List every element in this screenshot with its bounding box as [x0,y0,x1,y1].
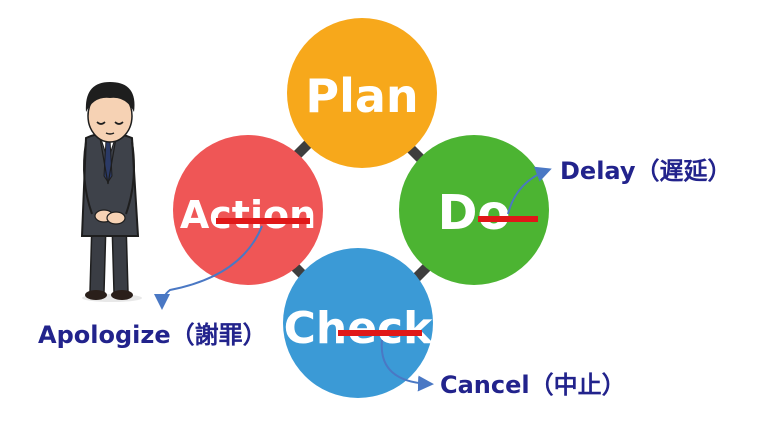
do-node: Do [399,135,549,285]
cancel-leader-line [380,339,434,392]
delay-leader-line [507,166,552,215]
check-strikethrough [338,330,422,336]
cancel-annotation: Cancel（中止） [440,371,626,399]
check-label: Check [284,303,435,354]
action-label: Action [180,193,316,237]
plan-label: Plan [305,69,418,123]
plan-node: Plan [287,18,437,168]
delay-annotation: Delay（遅延） [560,157,732,185]
do-label: Do [438,185,511,241]
action-strikethrough [216,218,310,224]
bowing-businessman-icon [80,82,142,302]
apologize-annotation: Apologize（謝罪） [38,321,267,349]
action-node: Action [173,135,323,285]
check-node: Check [283,248,434,398]
do-strikethrough [478,216,538,222]
apologize-leader-line [154,225,263,310]
